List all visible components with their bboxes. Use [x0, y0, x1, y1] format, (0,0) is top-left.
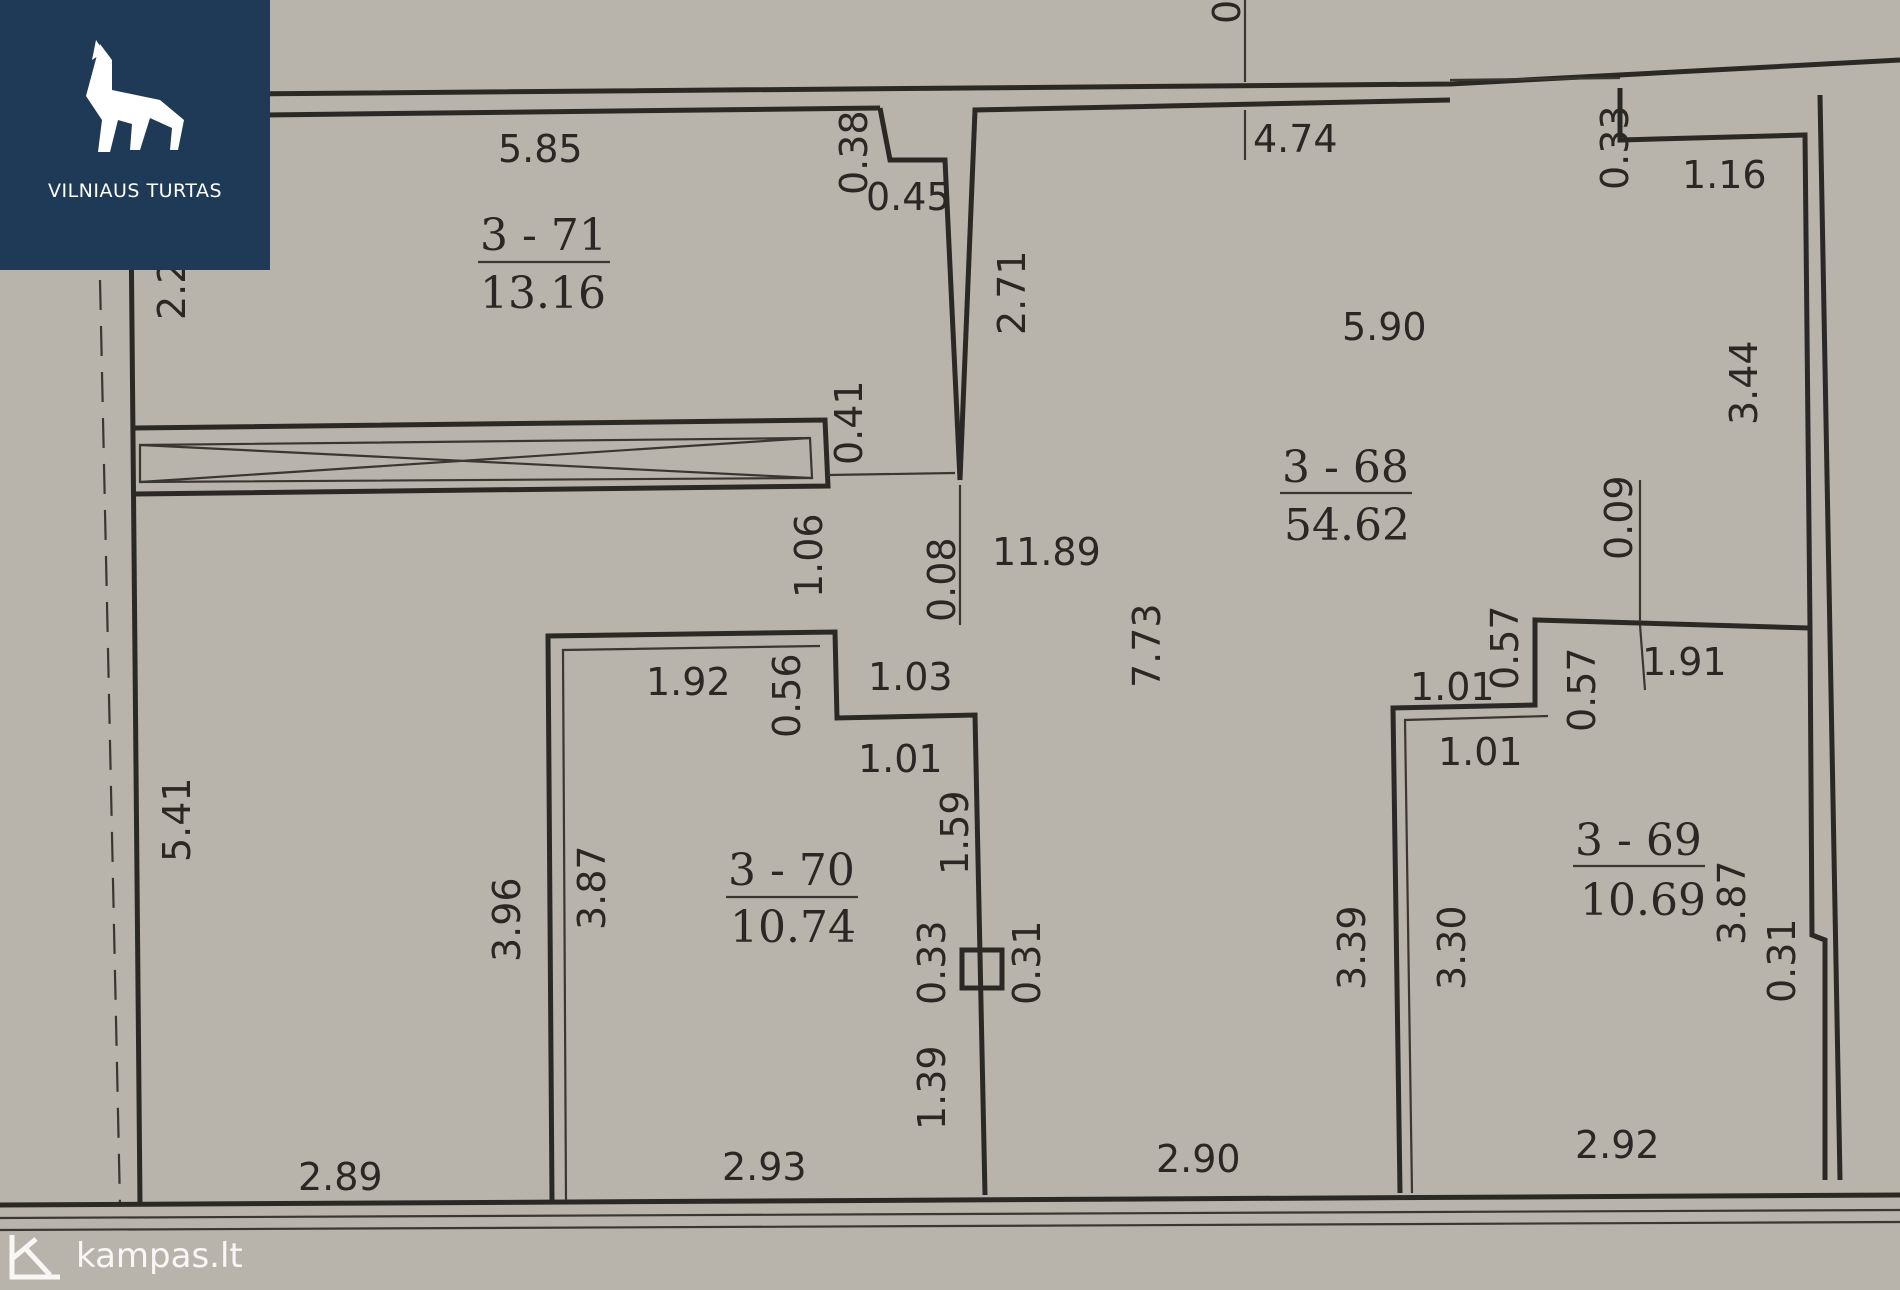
svg-text:13.16: 13.16	[480, 268, 606, 319]
dim: 0	[1205, 0, 1249, 24]
dim: 0.45	[866, 175, 951, 219]
dim: 2.93	[722, 1145, 807, 1189]
dim: 4.74	[1253, 117, 1338, 161]
room-label-3-71: 3 - 71 13.16	[478, 210, 610, 319]
dim: 1.03	[868, 655, 953, 699]
dim: 1.92	[646, 660, 731, 704]
dim: 0.09	[1597, 475, 1641, 560]
dim: 7.73	[1125, 603, 1169, 688]
dim: 1.16	[1682, 153, 1767, 197]
walls	[0, 0, 1900, 1232]
dim: 2.89	[298, 1155, 383, 1199]
watermark-text: kampas.lt	[76, 1236, 243, 1276]
dim: 1.01	[1410, 665, 1495, 709]
dim: 1.01	[1438, 730, 1523, 774]
dim: 2.71	[990, 250, 1034, 335]
kampas-watermark: kampas.lt	[6, 1230, 243, 1282]
dim: 2.90	[1156, 1137, 1241, 1181]
room-label-3-69: 3 - 69 10.69	[1573, 815, 1706, 926]
room-label-3-70: 3 - 70 10.74	[726, 845, 858, 953]
svg-text:10.69: 10.69	[1580, 875, 1706, 926]
dim: 3.96	[485, 877, 529, 962]
dim: 0.41	[827, 380, 871, 465]
dim: 1.59	[933, 790, 977, 875]
svg-text:10.74: 10.74	[730, 902, 856, 953]
dimension-labels: 5.85 0.38 0.45 2.22 2.71 4.74 0.33 1.16 …	[150, 0, 1804, 1199]
dim: 2.92	[1575, 1123, 1660, 1167]
vilniaus-turtas-logo: VILNIAUS TURTAS	[0, 0, 270, 270]
dim: 0.56	[765, 653, 809, 738]
room-label-3-68: 3 - 68 54.62	[1280, 442, 1412, 551]
wolf-logo-icon	[86, 40, 184, 152]
dim: 0.38	[832, 110, 876, 195]
dim: 5.85	[498, 127, 583, 171]
dim: 1.91	[1642, 640, 1727, 684]
dim: 1.39	[910, 1045, 954, 1130]
dim: 3.30	[1430, 905, 1474, 990]
dim: 0.33	[910, 920, 954, 1005]
dim: 0.31	[1005, 920, 1049, 1005]
svg-text:3 - 70: 3 - 70	[728, 845, 855, 896]
dim: 0.08	[920, 537, 964, 622]
dim: 5.90	[1342, 305, 1427, 349]
dim: 5.41	[155, 777, 199, 862]
dim: 1.01	[858, 737, 943, 781]
dim: 3.87	[570, 845, 614, 930]
svg-text:3 - 69: 3 - 69	[1575, 815, 1702, 866]
svg-text:3 - 71: 3 - 71	[480, 210, 607, 261]
dim: 3.44	[1722, 340, 1766, 425]
dim: 1.06	[787, 513, 831, 598]
dim: 3.87	[1710, 860, 1754, 945]
dim: 0.57	[1560, 647, 1604, 732]
logo-text: VILNIAUS TURTAS	[47, 180, 223, 202]
dim: 0.33	[1593, 105, 1637, 190]
dim: 0.31	[1760, 918, 1804, 1003]
svg-text:54.62: 54.62	[1284, 500, 1410, 551]
kampas-logo-icon	[9, 1235, 60, 1280]
dim: 11.89	[992, 530, 1101, 574]
dim: 3.39	[1330, 905, 1374, 990]
svg-text:3 - 68: 3 - 68	[1282, 442, 1409, 493]
dim: 0.57	[1483, 605, 1527, 690]
